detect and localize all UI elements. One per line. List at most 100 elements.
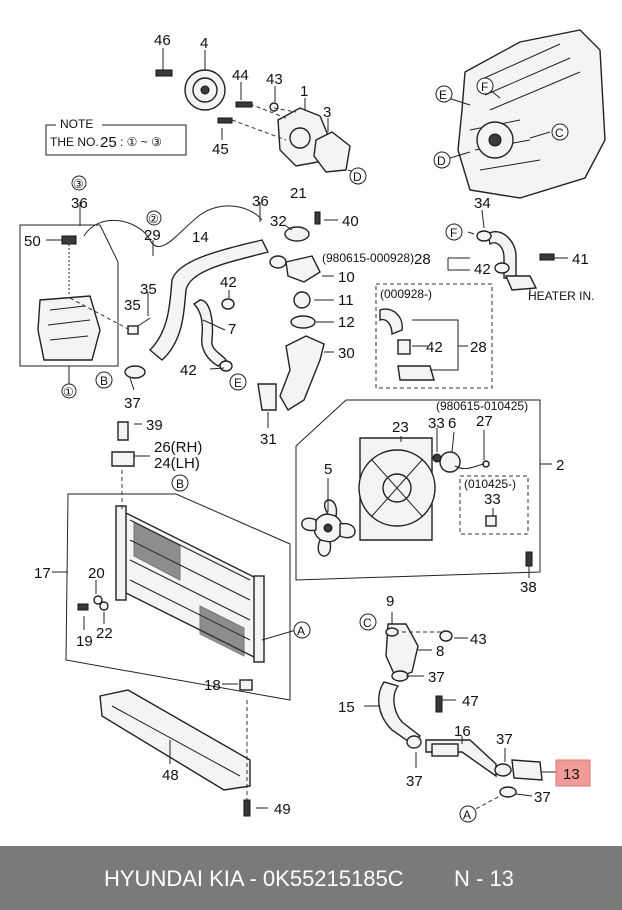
label-50: 50 [24,233,41,250]
note-prefix: THE NO. [50,135,99,149]
label-15: 15 [338,699,355,716]
label-1: 1 [300,83,308,100]
label-36-left: 36 [71,195,88,212]
label-2: 2 [556,457,564,474]
ref-B-reservoir: B [100,374,108,388]
label-33-upper: 33 [428,415,445,432]
footer-part-number: HYUNDAI KIA - 0K55215185C [104,866,404,891]
label-42-lower: 42 [180,362,197,379]
label-32: 32 [270,213,287,230]
label-5: 5 [324,461,332,478]
lower-hose-15 [378,681,422,745]
label-37-upper: 37 [428,669,445,686]
label-43-lower: 43 [470,631,487,648]
label-14: 14 [192,229,209,246]
date-code-010425: (010425-) [464,477,516,491]
label-36-right: 36 [252,193,269,210]
motor-6 [439,451,461,473]
part-labels: 46 4 44 43 1 3 45 36 36 29 14 50 35 35 3… [24,32,589,818]
label-28-lower: 28 [470,339,487,356]
label-37-right: 37 [496,731,513,748]
label-43: 43 [266,71,283,88]
fan-shroud-group [295,399,552,581]
label-22: 22 [96,625,113,642]
label-47: 47 [462,693,479,710]
ref-A-lower: A [463,808,471,822]
bolt-46 [155,69,173,77]
label-18: 18 [204,677,221,694]
hose-7 [192,299,227,367]
label-3: 3 [323,104,331,121]
label-10: 10 [338,269,355,286]
reservoir-group [19,202,263,384]
circled-numbers: ③ ② ① [61,175,162,399]
footer-page-number: N - 13 [454,866,514,891]
label-19: 19 [76,633,93,650]
upper-hose-14 [148,239,270,361]
label-42-upper: 42 [220,274,237,291]
date-code-000928: (000928-) [380,287,432,301]
label-35-upper: 35 [140,281,157,298]
ref-E-engine: E [439,88,447,102]
label-17: 17 [34,565,51,582]
date-code-980615-010425: (980615-010425) [436,399,528,413]
circle-num-2: ② [148,212,159,226]
label-26: 26(RH) [154,439,202,456]
label-24: 24(LH) [154,455,200,472]
note-range: : ① ~ ③ [120,135,162,149]
label-23: 23 [392,419,409,436]
ref-B-radiator: B [176,477,184,491]
label-38: 38 [520,579,537,596]
label-12: 12 [338,314,355,331]
ref-C-lower: C [363,616,372,630]
highlighted-part-box [555,759,591,787]
ref-A-radiator: A [297,624,305,638]
water-pump-group [155,48,355,173]
label-46: 46 [154,32,171,49]
label-37-bottom: 37 [534,789,551,806]
label-29: 29 [144,227,161,244]
label-37-lower: 37 [406,773,423,790]
label-28-upper: 28 [414,251,431,268]
ref-F-heater: F [450,226,457,240]
label-16: 16 [454,723,471,740]
label-45: 45 [212,141,229,158]
reference-letters: E F C D D F B E B A C A [95,77,569,823]
heater-hose-group [375,209,568,389]
label-30: 30 [338,345,355,362]
label-49: 49 [274,801,291,818]
label-21: 21 [290,185,307,202]
label-37-b: 37 [124,395,141,412]
label-34: 34 [474,195,491,212]
date-code-980615-000928: (980615-000928) [322,251,414,265]
circle-num-1: ① [63,385,74,399]
label-35: 35 [124,297,141,314]
thermostat-housing-10 [285,255,321,283]
label-39: 39 [146,417,163,434]
engine-block [447,29,606,199]
note-number: 25 [100,134,117,151]
ref-E-hose: E [234,376,242,390]
label-20: 20 [88,565,105,582]
label-6: 6 [448,415,456,432]
label-44: 44 [232,67,249,84]
label-48: 48 [162,767,179,784]
label-27: 27 [476,413,493,430]
ref-C-engine: C [555,126,564,140]
label-40: 40 [342,213,359,230]
label-31: 31 [260,431,277,448]
note-box: NOTE THE NO. 25 : ① ~ ③ [45,117,187,156]
label-9: 9 [386,593,394,610]
radiator-group [52,421,297,817]
ref-D-engine: D [437,154,446,168]
date-codes: (980615-000928) (000928-) (980615-010425… [322,251,594,491]
footer-bar: HYUNDAI KIA - 0K55215185C N - 13 [0,846,622,910]
label-42-heater: 42 [474,261,491,278]
ref-D-pump: D [353,170,362,184]
label-42-box: 42 [426,339,443,356]
parts-diagram: NOTE THE NO. 25 : ① ~ ③ [19,29,606,823]
heater-in-label: HEATER IN. [528,289,594,303]
housing-30 [279,335,325,411]
ref-F-engine: F [481,80,488,94]
circle-num-3: ③ [73,177,84,191]
